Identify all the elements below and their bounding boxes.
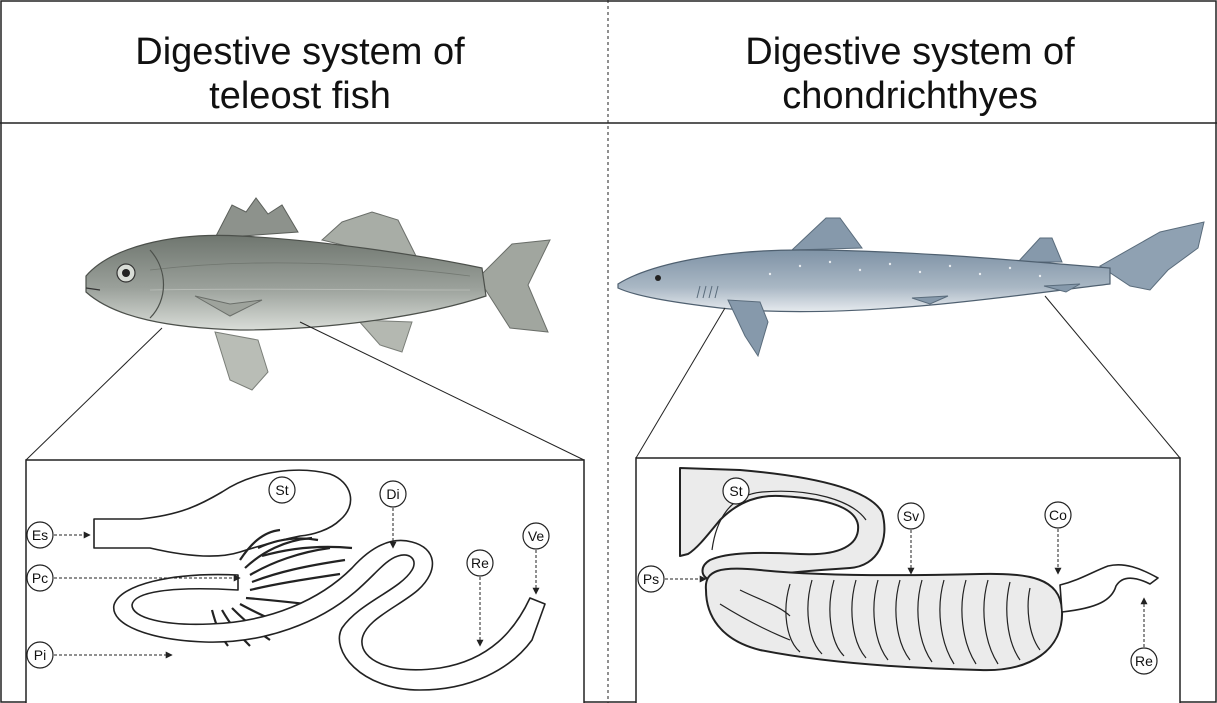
teleost-zoom-line-right: [300, 322, 584, 460]
shark-dorsal-fin-1: [792, 218, 862, 250]
svg-text:St: St: [275, 482, 288, 498]
shark-zoom-line-left: [636, 308, 725, 458]
svg-text:Re: Re: [471, 555, 489, 571]
svg-text:Re: Re: [1135, 653, 1153, 669]
shark-zoom-line-right: [1045, 296, 1180, 458]
teleost-zoom-line-left: [26, 328, 162, 460]
shark-dorsal-fin-2: [1018, 238, 1062, 262]
teleost-pelvic-fin: [215, 332, 268, 390]
svg-text:Pc: Pc: [32, 570, 48, 586]
teleost-fish-illustration: [86, 198, 550, 390]
svg-text:Es: Es: [32, 527, 48, 543]
svg-text:Ve: Ve: [528, 528, 545, 544]
svg-text:Ps: Ps: [643, 571, 659, 587]
teleost-dorsal-fin-1: [215, 198, 298, 238]
svg-text:St: St: [729, 483, 742, 499]
shark-caudal-fin: [1100, 222, 1204, 290]
svg-text:Di: Di: [386, 486, 399, 502]
svg-text:Sv: Sv: [903, 508, 919, 524]
svg-text:Co: Co: [1049, 507, 1067, 523]
teleost-anal-fin: [358, 320, 412, 352]
shark-eye: [655, 275, 661, 281]
teleost-body: [86, 235, 486, 330]
label-st-shark: St: [723, 478, 749, 504]
label-st: St: [269, 477, 295, 503]
shark-pectoral-fin: [728, 300, 768, 356]
chondrichthyes-shark-illustration: [618, 218, 1204, 356]
svg-text:Pi: Pi: [34, 647, 46, 663]
teleost-caudal-fin: [478, 240, 550, 332]
